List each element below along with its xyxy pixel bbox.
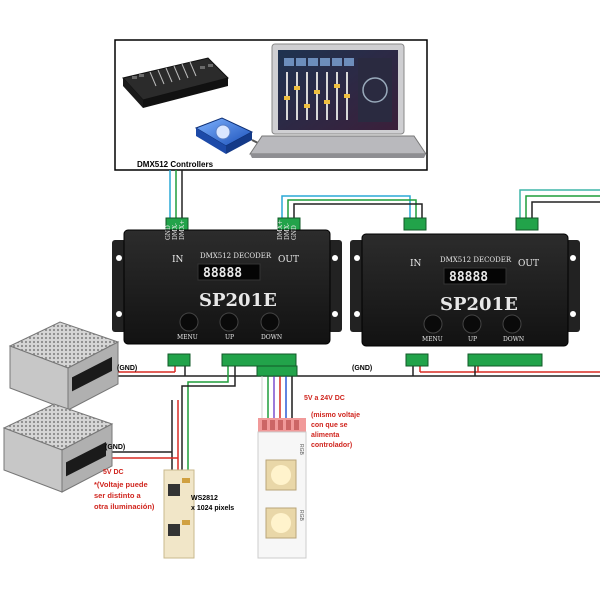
power-supply-2: [2, 403, 114, 493]
out-label: OUT: [278, 255, 299, 265]
segment-display: [197, 263, 261, 281]
decoder-header-2: DMX512 DECODER: [440, 256, 512, 264]
menu-label-2: MENU: [422, 336, 443, 343]
v24-dc-label: 5V a 24V DC: [304, 395, 345, 402]
in-pin-2: DMX-: [172, 223, 179, 240]
v24-note-1: (mismo voltaje: [311, 412, 360, 419]
decoder-header: DMX512 DECODER: [200, 252, 272, 260]
v5-note-1: *(Voltaje puede: [94, 480, 148, 489]
out-pin-1: DMX+: [277, 220, 284, 240]
v24-note-2: con que se: [311, 422, 348, 429]
menu-label: MENU: [177, 334, 198, 341]
v5-dc-label: 5V DC: [103, 469, 124, 476]
out-pin-3: GND: [291, 225, 298, 240]
up-label: UP: [225, 334, 234, 341]
power-terminal: [167, 353, 191, 367]
v5-note-3: otra iluminación): [94, 502, 155, 511]
in-label: IN: [172, 255, 184, 265]
annotations: (GND) (GND) (GND) 5V DC *(Voltaje puede …: [94, 365, 372, 512]
model-label: SP201E: [199, 290, 277, 311]
usb-dmx-dongle-image: [194, 117, 263, 154]
down-button-2[interactable]: [502, 314, 522, 334]
ws2812-count-label: x 1024 pixels: [191, 505, 234, 512]
down-label: DOWN: [261, 334, 282, 341]
out-pin-2: DMX-: [284, 223, 291, 240]
out-label-2: OUT: [518, 259, 539, 269]
rgb-strip: RGB RGB: [257, 418, 307, 559]
display-digits: 88888: [203, 266, 242, 281]
menu-button-2[interactable]: [423, 314, 443, 334]
down-button[interactable]: [260, 312, 280, 332]
v5-note-2: ser distinto a: [94, 491, 142, 500]
menu-button[interactable]: [179, 312, 199, 332]
strip-pad-2: RGB: [298, 444, 304, 456]
up-button-2[interactable]: [462, 314, 482, 334]
in-label-2: IN: [410, 259, 422, 269]
controllers-panel: DMX512 Controllers: [114, 39, 428, 171]
down-label-2: DOWN: [503, 336, 524, 343]
controllers-caption: DMX512 Controllers: [137, 160, 214, 169]
decoder-1: GND DMX- DMX+ DMX+ DMX- GND IN OUT DMX51…: [112, 217, 342, 377]
model-label-2: SP201E: [440, 294, 518, 315]
gnd-label-1: (GND): [117, 365, 137, 372]
display-digits-2: 88888: [449, 270, 488, 285]
v24-note-3: alimenta: [311, 432, 340, 439]
in-pin-1: GND: [165, 225, 172, 240]
ws2812-label: WS2812: [191, 495, 218, 502]
laptop-image: [249, 43, 427, 158]
output-terminal: [221, 353, 297, 367]
power-supply-1: [8, 321, 120, 411]
gnd-label-3: (GND): [105, 444, 125, 451]
gnd-label-2: (GND): [352, 365, 372, 372]
decoder-2: IN OUT DMX512 DECODER 88888 SP201E MENU …: [350, 217, 580, 367]
up-button[interactable]: [219, 312, 239, 332]
in-pin-3: DMX+: [179, 220, 186, 240]
up-label-2: UP: [468, 336, 477, 343]
strip-pad-1: RGB: [298, 510, 304, 522]
ws2812-strip: [163, 469, 195, 559]
v24-note-4: controlador): [311, 442, 352, 449]
dmx-console-image: [122, 57, 229, 108]
